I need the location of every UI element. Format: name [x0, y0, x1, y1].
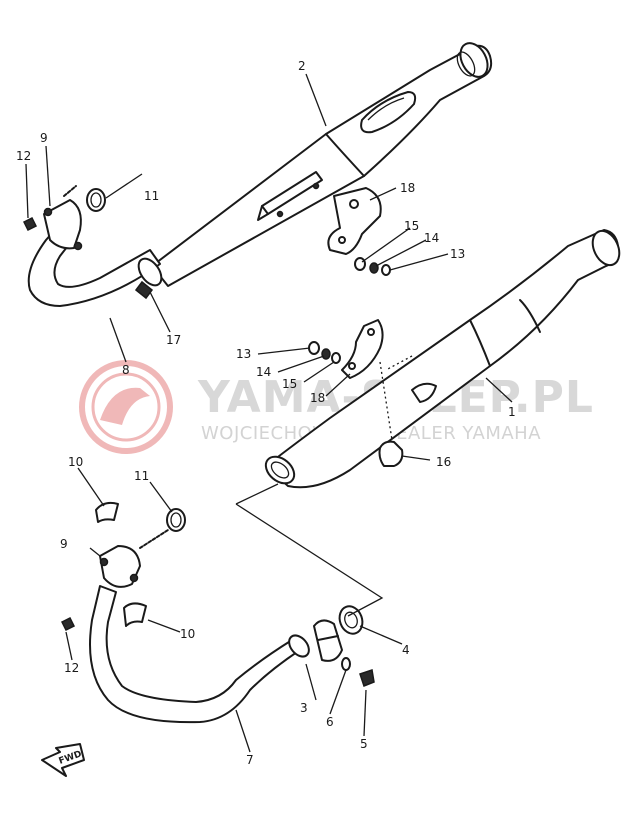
callout-10-upper: 10 — [68, 455, 83, 469]
callout-17: 17 — [166, 333, 181, 347]
callout-13-right: 13 — [450, 247, 465, 261]
forward-arrow: FWD — [41, 743, 85, 777]
callout-11-upper: 11 — [144, 189, 159, 203]
callout-9-lower: 9 — [60, 537, 68, 551]
callout-18-lower: 18 — [310, 391, 325, 405]
callout-6: 6 — [326, 715, 334, 729]
leader-lines — [25, 73, 513, 753]
callout-4: 4 — [402, 643, 410, 657]
callout-11-lower: 11 — [134, 469, 149, 483]
callout-labels: 1 2 3 4 5 6 7 8 9 9 10 10 11 11 12 12 13… — [16, 59, 516, 767]
right-exhaust-pipe — [60, 501, 310, 724]
callout-3: 3 — [300, 701, 308, 715]
callout-18-upper: 18 — [400, 181, 415, 195]
callout-15-left: 15 — [282, 377, 297, 391]
callout-10-lower: 10 — [180, 627, 195, 641]
watermark-logo — [79, 360, 173, 454]
callout-14-right: 14 — [424, 231, 439, 245]
callout-14-left: 14 — [256, 365, 271, 379]
callout-5: 5 — [360, 737, 368, 751]
left-exhaust-pipe — [22, 185, 163, 307]
callout-13-left: 13 — [236, 347, 251, 361]
assembly-guide-line — [235, 483, 384, 617]
joint-parts — [313, 605, 375, 687]
callout-15-right: 15 — [404, 219, 419, 233]
right-muffler — [264, 229, 621, 489]
callout-9-upper: 9 — [40, 131, 48, 145]
callout-1: 1 — [508, 405, 516, 419]
callout-12-lower: 12 — [64, 661, 79, 675]
callout-12-upper: 12 — [16, 149, 31, 163]
callout-8: 8 — [122, 363, 130, 377]
callout-7: 7 — [246, 753, 254, 767]
left-muffler — [151, 42, 493, 287]
callout-2: 2 — [298, 59, 306, 73]
callout-16: 16 — [436, 455, 451, 469]
